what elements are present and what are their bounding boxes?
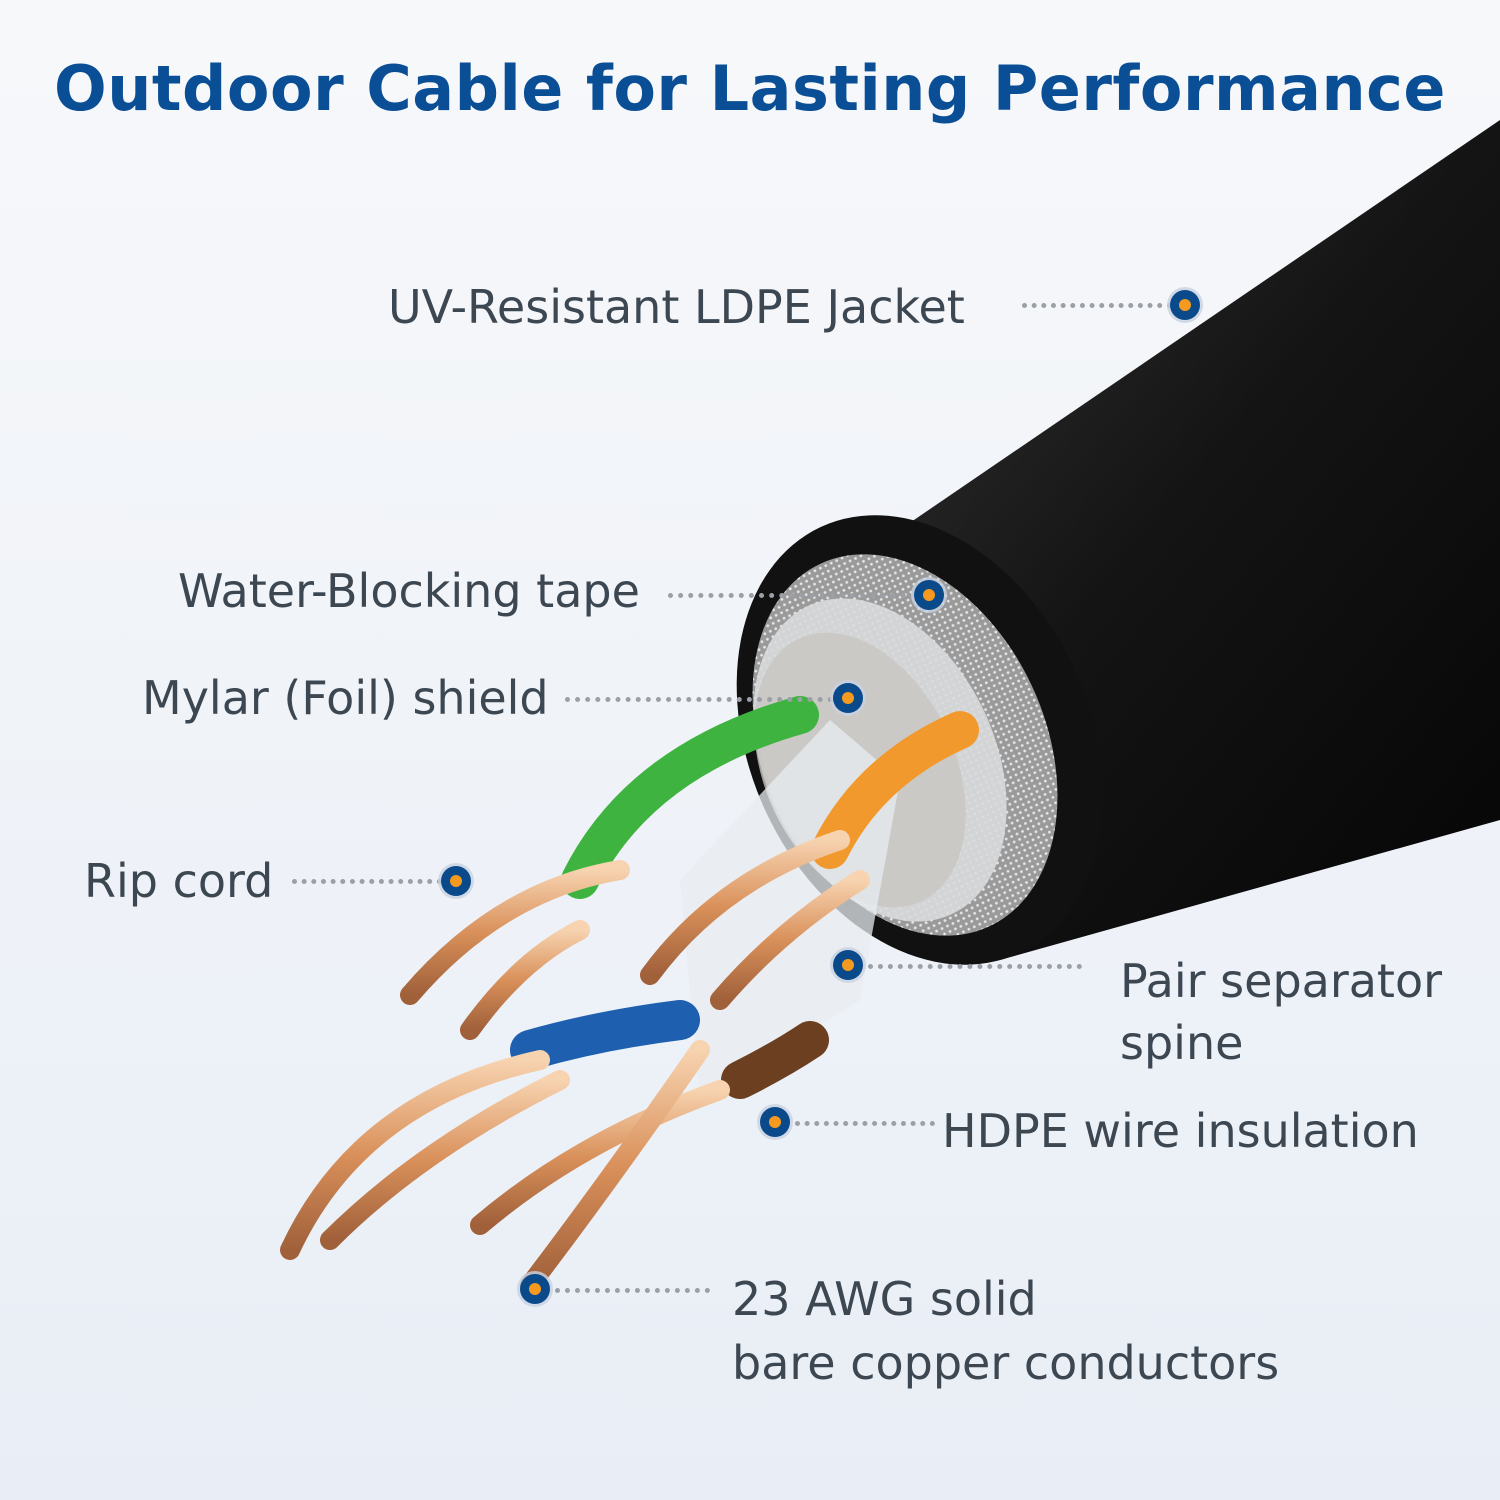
copper-conductors <box>280 830 870 1295</box>
callout-conductors-marker-icon <box>520 1274 550 1304</box>
callout-mylar-leader <box>565 697 833 702</box>
green-wire <box>561 696 819 899</box>
blue-wire <box>510 1000 700 1070</box>
callout-conductors-leader <box>555 1288 710 1293</box>
callout-insulation-label: HDPE wire insulation <box>942 1104 1419 1158</box>
callout-jacket-marker-icon <box>1170 290 1200 320</box>
callout-jacket-leader <box>1022 303 1172 308</box>
callout-mylar-marker-icon <box>833 683 863 713</box>
callout-insulation-marker-icon <box>760 1107 790 1137</box>
callout-separator-label-line2: spine <box>1120 1016 1244 1070</box>
callout-separator-marker-icon <box>833 950 863 980</box>
callout-separator-label-line1: Pair separator <box>1120 954 1443 1008</box>
callout-separator-leader <box>868 964 1082 969</box>
callout-conductors-label-line2: bare copper conductors <box>732 1336 1280 1390</box>
callout-mylar-label: Mylar (Foil) shield <box>142 671 549 725</box>
callout-rip-cord-marker-icon <box>441 866 471 896</box>
callout-rip-cord-label: Rip cord <box>84 854 274 908</box>
page-title: Outdoor Cable for Lasting Performance <box>54 52 1446 125</box>
callout-water-blocking-marker-icon <box>914 580 944 610</box>
brown-wire <box>721 1021 829 1099</box>
callout-insulation-leader <box>795 1121 935 1126</box>
callout-water-blocking-leader <box>668 593 916 598</box>
callout-rip-cord-leader <box>292 879 442 884</box>
callout-jacket-label: UV-Resistant LDPE Jacket <box>388 280 965 334</box>
callout-conductors-label-line1: 23 AWG solid <box>732 1272 1037 1326</box>
callout-water-blocking-label: Water-Blocking tape <box>178 564 640 618</box>
